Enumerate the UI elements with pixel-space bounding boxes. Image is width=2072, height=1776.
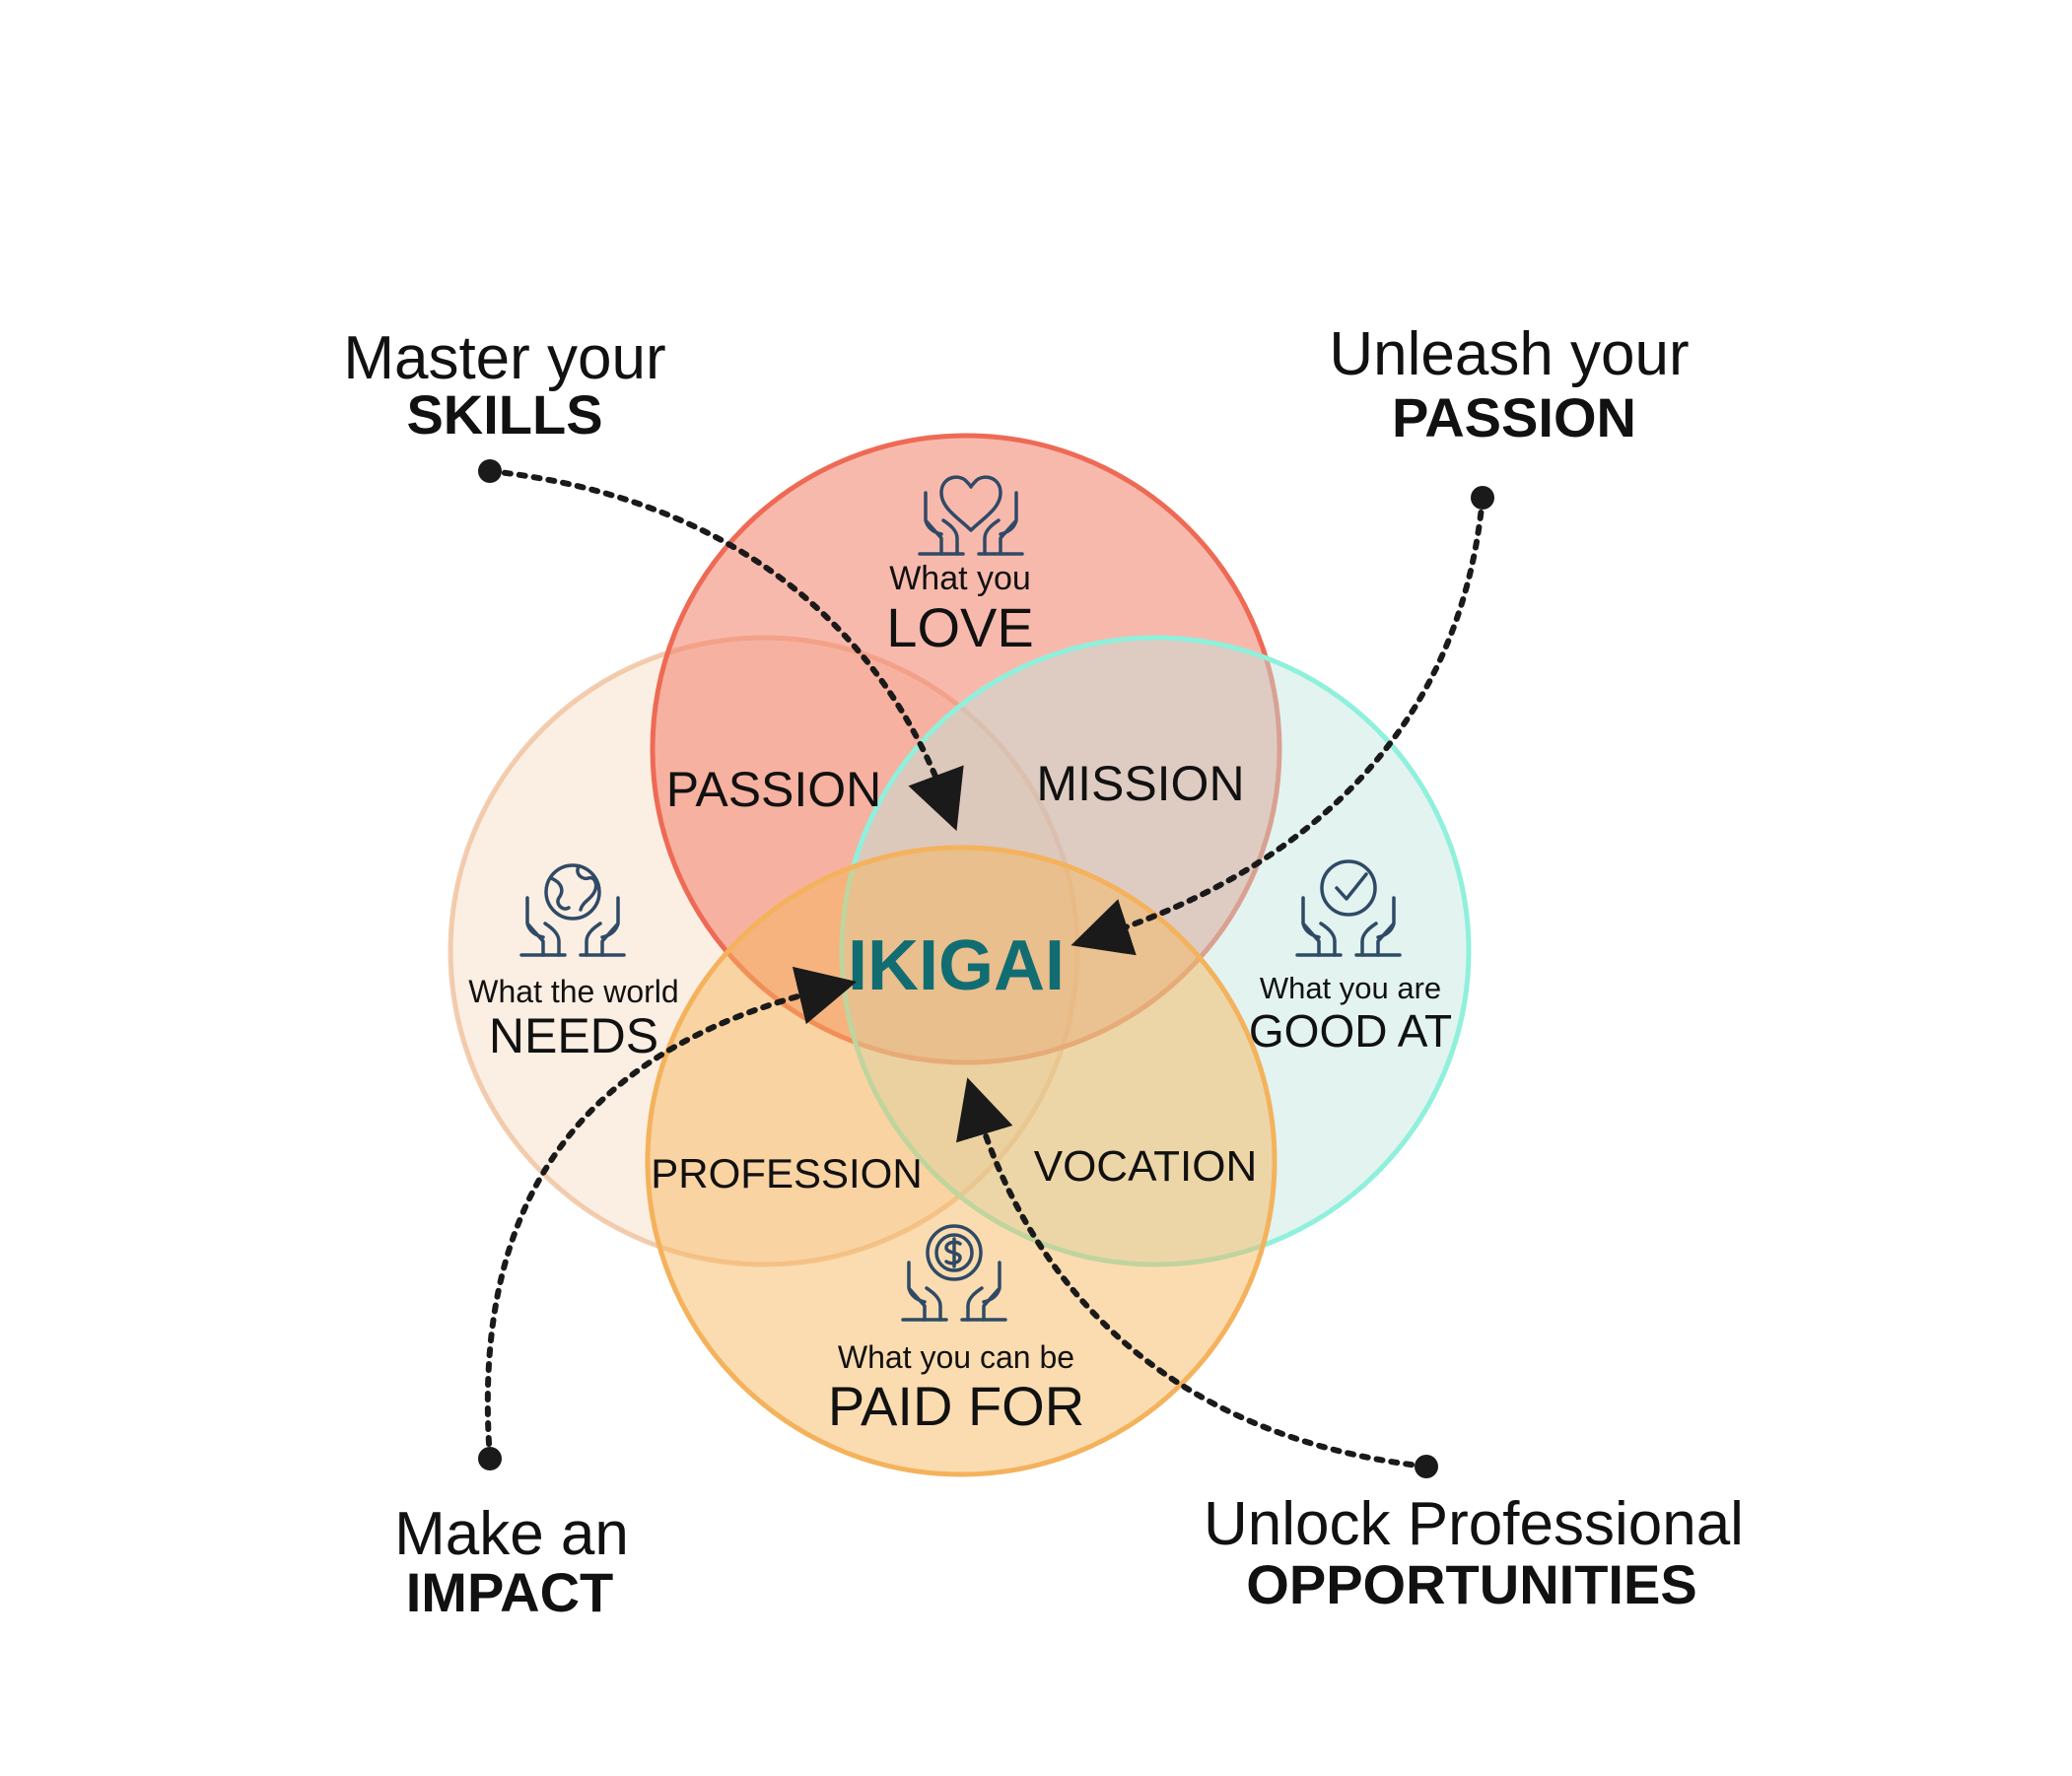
callout-passion-line2: PASSION: [1392, 386, 1636, 448]
heart-hands-icon: [918, 475, 1024, 556]
ikigai-center-label: IKIGAI: [848, 926, 1065, 1005]
overlap-profession-label: PROFESSION: [651, 1150, 922, 1196]
callout-passion-line1: Unleash your: [1329, 320, 1689, 388]
paid-big-label: PAID FOR: [828, 1375, 1084, 1437]
love-big-label: LOVE: [886, 596, 1033, 658]
dot-opportunities: [1415, 1455, 1438, 1478]
dot-passion: [1471, 486, 1494, 510]
callout-impact-line1: Make an: [394, 1500, 629, 1568]
needs-big-label: NEEDS: [489, 1008, 658, 1063]
overlap-mission-label: MISSION: [1036, 756, 1244, 811]
arrow-passion: [1071, 495, 1485, 956]
good-small-label: What you are: [1260, 971, 1441, 1005]
love-small-label: What you: [889, 560, 1031, 597]
callout-skills-line2: SKILLS: [406, 383, 602, 445]
overlap-passion-label: PASSION: [666, 762, 882, 817]
callout-opportunities-line1: Unlock Professional: [1204, 1490, 1744, 1558]
globe-hands-icon: [519, 863, 626, 957]
callout-impact-line2: IMPACT: [406, 1561, 614, 1623]
needs-small-label: What the world: [468, 974, 678, 1009]
callout-skills-line1: Master your: [343, 324, 665, 392]
overlap-vocation-label: VOCATION: [1034, 1142, 1258, 1191]
arrow-opportunities: [956, 1077, 1429, 1469]
paid-small-label: What you can be: [838, 1339, 1074, 1375]
coin-hands-icon: [901, 1224, 1007, 1322]
good-big-label: GOOD AT: [1249, 1005, 1452, 1057]
dot-skills: [478, 459, 502, 483]
dot-impact: [478, 1447, 502, 1470]
check-hands-icon: [1295, 859, 1402, 957]
arrow-impact: [484, 966, 858, 1462]
arrow-skills: [487, 468, 964, 832]
dotted-arrows: [484, 468, 1485, 1469]
callout-opportunities-line2: OPPORTUNITIES: [1246, 1553, 1696, 1615]
